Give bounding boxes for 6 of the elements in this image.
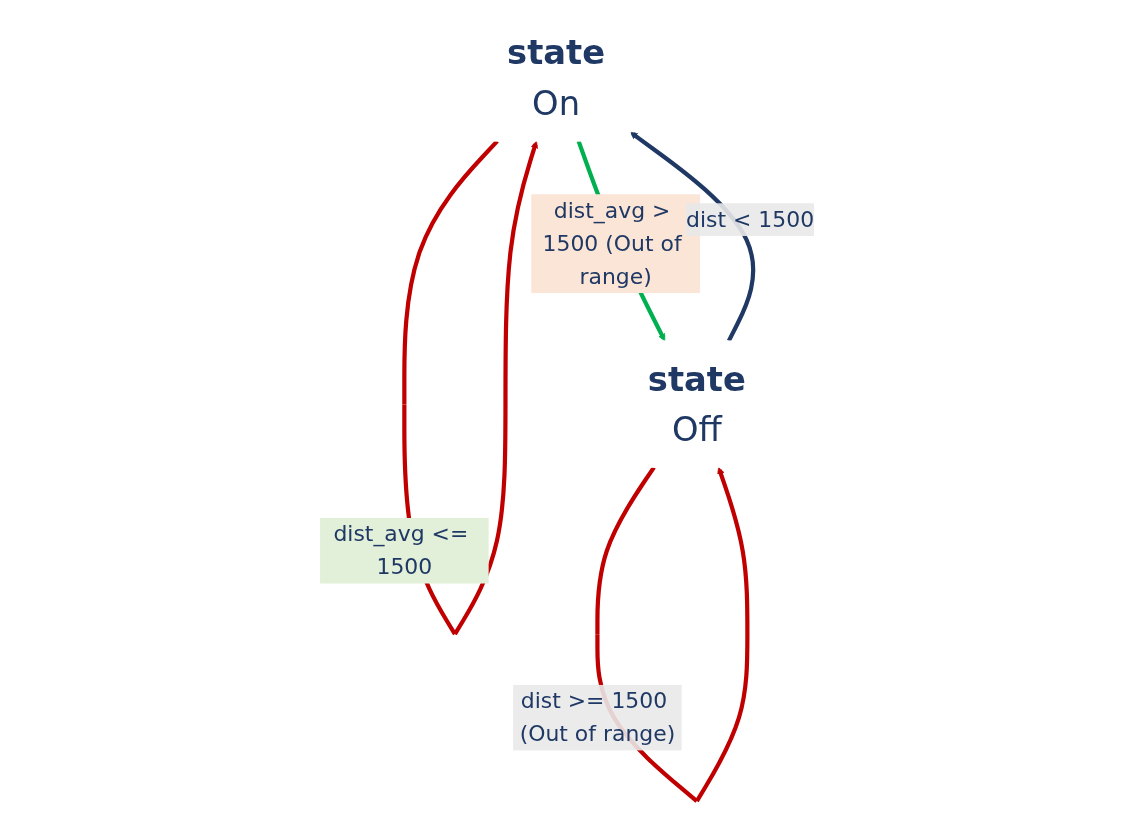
node-text: state On (507, 32, 606, 123)
edge-label: dist_avg <= 1500 (333, 520, 469, 579)
edge-label: dist >= 1500 (Out of range) (520, 687, 676, 746)
node-text: state Off (648, 358, 747, 449)
edge-label: dist_avg > 1500 (Out of range) (542, 197, 683, 289)
edge-label: dist < 1500 (686, 206, 815, 232)
